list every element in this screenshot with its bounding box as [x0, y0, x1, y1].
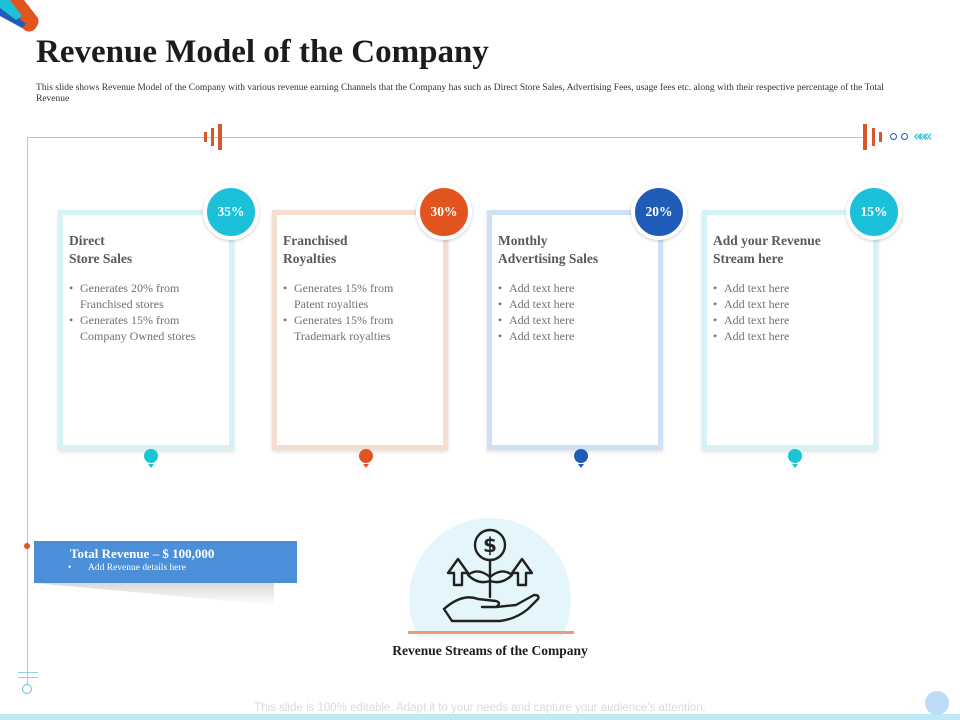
percent-badge-franchised-royalties: 30% [416, 184, 472, 240]
list-item: •Add text here [498, 281, 575, 295]
card-bullet-list: •Add text here •Add text here •Add text … [498, 280, 574, 344]
footer-note: This slide is 100% editable. Adapt it to… [254, 702, 706, 714]
list-item: •Add text here [498, 313, 575, 327]
percent-badge-add-revenue-stream: 15% [846, 184, 902, 240]
total-revenue-title: Total Revenue – $ 100,000 [70, 546, 215, 561]
left-line-dot [24, 543, 30, 549]
bottom-left-tick-2 [18, 677, 38, 678]
top-line-tick-marks-right [863, 124, 882, 150]
list-item: •Add text here [498, 297, 575, 311]
top-line-ring-2 [901, 133, 908, 140]
svg-text:$: $ [483, 533, 497, 557]
list-item: •Add text here [713, 297, 790, 311]
list-item: •Add text here [713, 329, 790, 343]
total-revenue-detail: •Add Revenue details here [68, 563, 186, 573]
card-pin-4 [788, 449, 802, 463]
card-bullet-list: •Generates 20% from Franchised stores •G… [69, 280, 195, 344]
page-subtitle: This slide shows Revenue Model of the Co… [36, 83, 884, 104]
chevron-left-icon: ««« [913, 127, 932, 145]
list-item: •Add text here [713, 281, 790, 295]
percent-badge-monthly-advertising: 20% [631, 184, 687, 240]
card-pin-1 [144, 449, 158, 463]
center-label: Revenue Streams of the Company [392, 643, 588, 658]
list-item: Company Owned stores [80, 329, 196, 343]
center-circle-cover [395, 636, 585, 686]
card-pin-2 [359, 449, 373, 463]
list-item: •Generates 15% from [283, 313, 394, 327]
center-accent-bar [408, 631, 574, 634]
top-connector-line [27, 137, 863, 138]
bottom-accent-bar [0, 714, 960, 720]
bottom-right-dot [925, 691, 949, 715]
list-item: •Generates 20% from [69, 281, 180, 295]
card-pin-tip-1 [148, 464, 154, 468]
money-plant-hand-icon: $ [442, 528, 540, 623]
list-item: Franchised stores [80, 297, 164, 311]
top-line-tick-marks-left [204, 124, 222, 150]
card-pin-3 [574, 449, 588, 463]
card-bullet-list: •Add text here •Add text here •Add text … [713, 280, 789, 344]
bottom-left-tick [18, 672, 38, 673]
bottom-left-ring [22, 684, 32, 694]
list-item: •Generates 15% from [283, 281, 394, 295]
list-item: •Generates 15% from [69, 313, 180, 327]
list-item: •Add text here [498, 329, 575, 343]
list-item: Trademark royalties [294, 329, 391, 343]
percent-badge-direct-store-sales: 35% [203, 184, 259, 240]
card-pin-tip-3 [578, 464, 584, 468]
top-line-ring-1 [890, 133, 897, 140]
list-item: •Add text here [713, 313, 790, 327]
total-revenue-box: Total Revenue – $ 100,000 •Add Revenue d… [34, 541, 297, 583]
left-connector-line [27, 137, 28, 685]
card-pin-tip-4 [792, 464, 798, 468]
total-revenue-shadow [34, 583, 274, 605]
corner-decoration [0, 0, 39, 32]
page-title: Revenue Model of the Company [36, 34, 489, 70]
card-pin-tip-2 [363, 464, 369, 468]
card-bullet-list: •Generates 15% from Patent royalties •Ge… [283, 280, 393, 344]
list-item: Patent royalties [294, 297, 369, 311]
